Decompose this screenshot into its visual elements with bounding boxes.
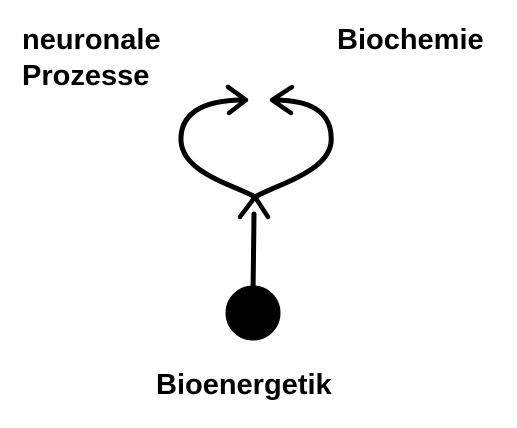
left-loop — [178, 97, 258, 200]
label-neuronale-prozesse: neuronale Prozesse — [22, 22, 161, 94]
left-arrowhead — [225, 84, 249, 116]
label-prozesse-line: Prozesse — [22, 60, 150, 92]
label-bioenergetik: Bioenergetik — [156, 369, 332, 401]
right-loop — [252, 97, 334, 200]
label-neuronale-line: neuronale — [22, 24, 161, 56]
stem-line — [250, 211, 257, 299]
label-biochemie: Biochemie — [337, 24, 484, 56]
right-arrowhead — [269, 84, 295, 116]
